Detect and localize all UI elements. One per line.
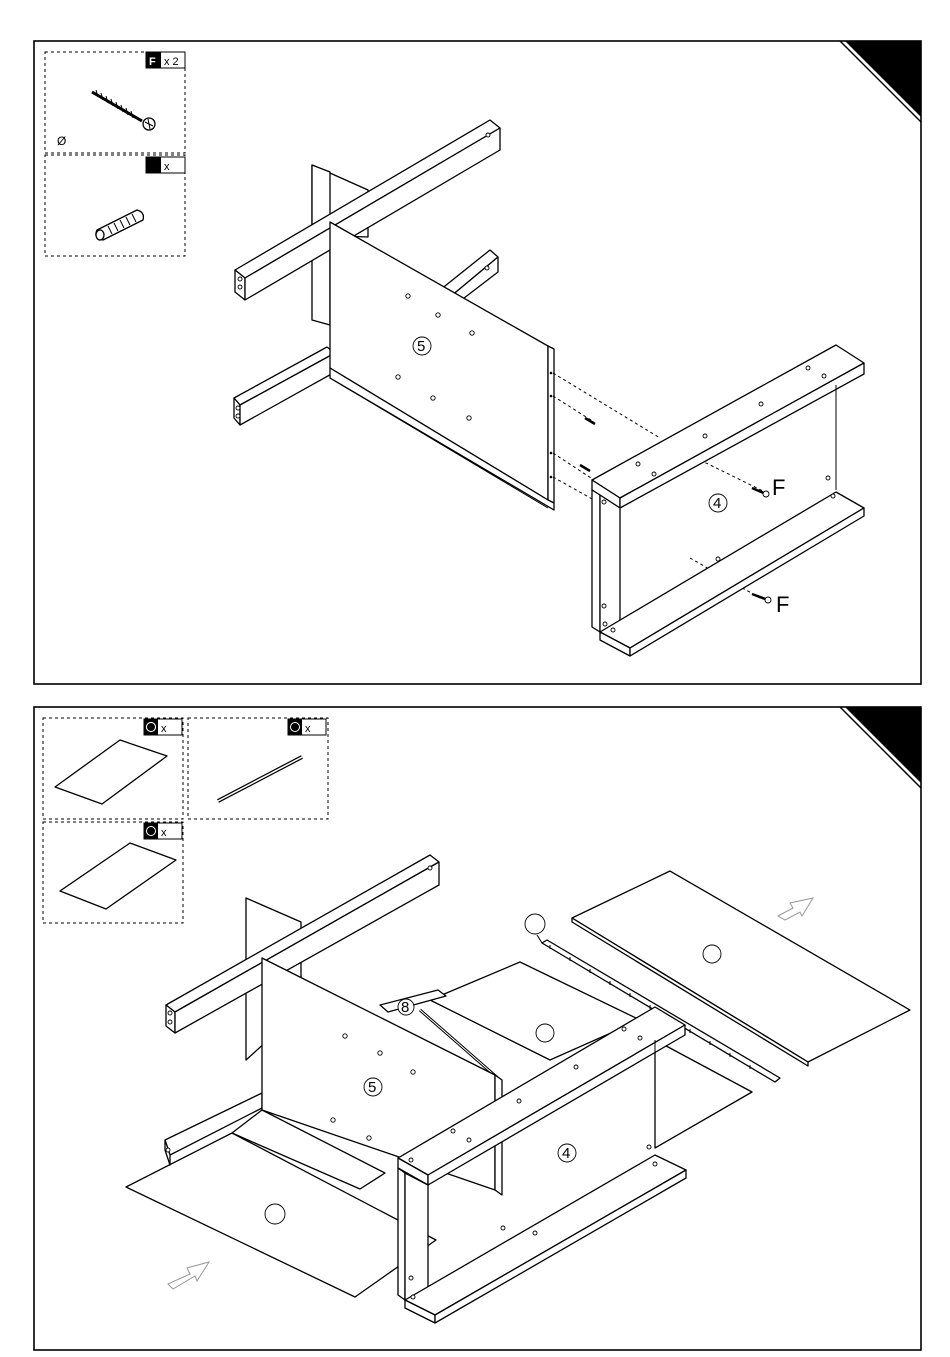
step-2-panel: x x x — [34, 707, 921, 1350]
step1-screw-label-bottom: F — [776, 592, 789, 617]
diameter-symbol: Ø — [57, 134, 66, 148]
screw-letter: F — [149, 56, 156, 68]
label-circle-empty — [536, 1024, 554, 1042]
step2-panel-4-label: 4 — [562, 1145, 570, 1162]
label-circle-empty — [703, 945, 721, 963]
panel-b-qty: x — [161, 827, 167, 839]
panel-a-qty: x — [161, 723, 167, 735]
label-circle-empty — [265, 1204, 285, 1224]
step1-screw-label-top: F — [772, 475, 785, 500]
step2-panel-5-label: 5 — [368, 1079, 376, 1096]
dowel-qty: x — [164, 161, 170, 173]
step2-part-8-label: 8 — [401, 999, 409, 1016]
step-1-panel: F x 2 Ø x — [34, 41, 921, 684]
rod-qty: x — [305, 723, 311, 735]
screw-qty: x 2 — [164, 56, 179, 68]
step1-panel-4-label: 4 — [713, 495, 721, 512]
step1-panel-5-label: 5 — [417, 338, 425, 355]
